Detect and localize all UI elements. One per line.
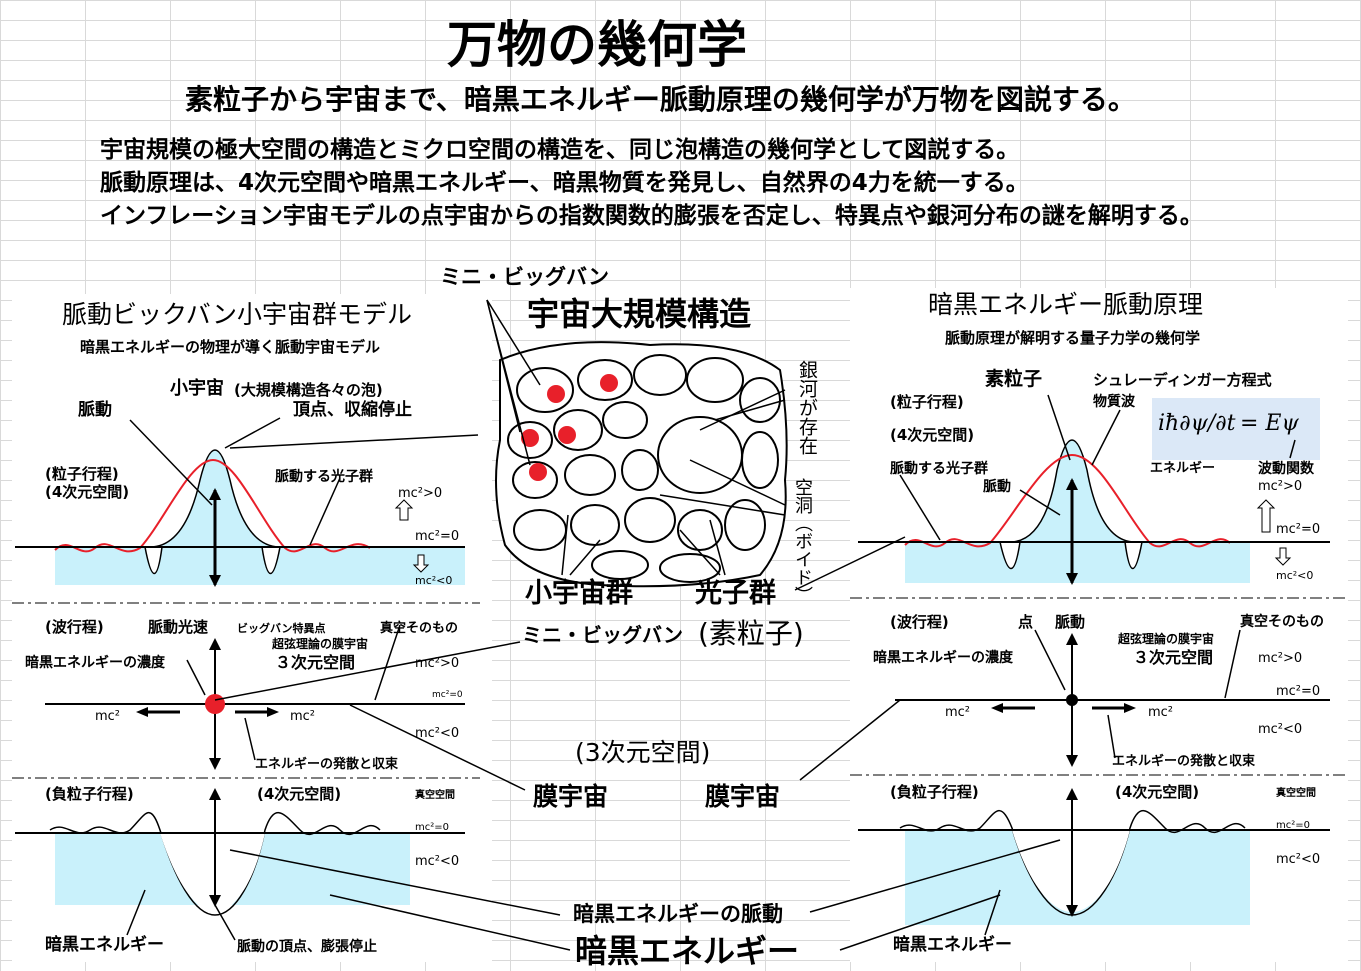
left-particle-path: (粒子行程) [45, 465, 119, 483]
center-space3d: (3次元空間) [575, 738, 711, 767]
center-galaxies: 銀河が存在 [796, 360, 818, 455]
right-neg-path: (負粒子行程) [890, 783, 979, 801]
center-voids: 空洞（ボイド） [792, 478, 813, 604]
page-title: 万物の幾何学 [447, 16, 747, 74]
right-mc-neg-3: mc²<0 [1276, 852, 1321, 867]
left-vacuum-fill [55, 547, 465, 585]
left-pulse-vertex: 脈動の頂点、膨張停止 [237, 939, 377, 955]
right-vacuum: 真空そのもの [1240, 614, 1324, 630]
left-vacuum-small: 真空空間 [415, 790, 455, 801]
right-photons: 脈動する光子群 [890, 461, 988, 477]
right-space4d: (4次元空間) [890, 426, 975, 444]
right-energy: エネルギー [1150, 461, 1216, 476]
right-matter-wave: 物質波 [1093, 394, 1135, 410]
left-subtitle: 暗黒エネルギーの物理が導く脈動宇宙モデル [80, 338, 381, 356]
left-space3d: ３次元空間 [275, 653, 356, 672]
left-mc-zero-3: mc²=0 [415, 822, 449, 833]
right-superstring: 超弦理論の膜宇宙 [1118, 632, 1215, 646]
right-wavefunction: 波動関数 [1258, 461, 1314, 477]
right-mc2-a: mc² [945, 705, 971, 720]
left-pulse: 脈動 [78, 400, 112, 420]
center-mini-bigbang: ミニ・ビッグバン [522, 623, 683, 647]
left-small-universe: 小宇宙 [170, 378, 224, 399]
center-dark-energy: 暗黒エネルギー [575, 932, 800, 970]
left-vacuum: 真空そのもの [380, 621, 459, 636]
left-mc-pos: mc²>0 [398, 486, 443, 501]
left-small-universe-note: (大規模構造各々の泡) [234, 381, 383, 399]
large-scale-structure [495, 341, 788, 588]
right-mc-neg-2: mc²<0 [1258, 722, 1303, 737]
left-density: 暗黒エネルギーの濃度 [25, 655, 165, 671]
left-mc-pos-2: mc²>0 [415, 656, 460, 671]
right-mc-zero-3: mc²=0 [1276, 820, 1310, 831]
left-mc-neg: mc²<0 [415, 574, 453, 587]
right-mc-neg: mc²<0 [1276, 569, 1314, 582]
page-subtitle: 素粒子から宇宙まで、暗黒エネルギー脈動原理の幾何学が万物を図説する。 [185, 83, 1136, 116]
intro-line-2: 脈動原理は、4次元空間や暗黒エネルギー、暗黒物質を発見し、自然界の4力を統一する… [100, 170, 1029, 196]
right-schrodinger: シュレーディンガー方程式 [1093, 371, 1272, 389]
right-point: 点 [1018, 613, 1034, 631]
left-mc-neg-3: mc²<0 [415, 854, 460, 869]
left-mc-zero-2: mc²=0 [432, 690, 463, 700]
right-vacuum-small: 真空空間 [1276, 788, 1316, 799]
center-mini-bigbang-top: ミニ・ビッグバン [440, 265, 610, 289]
left-negative-wave [49, 811, 381, 916]
right-mc-pos-2: mc²>0 [1258, 651, 1303, 666]
right-particle-path: (粒子行程) [890, 393, 964, 411]
left-pulse-light: 脈動光速 [148, 618, 209, 636]
left-vertex: 頂点、収縮停止 [293, 400, 412, 420]
intro-line-1: 宇宙規模の極大空間の構造とミクロ空間の構造を、同じ泡構造の幾何学として図説する。 [100, 137, 1020, 163]
right-dark-energy: 暗黒エネルギー [893, 935, 1012, 955]
left-wave-path: (波行程) [45, 618, 104, 636]
center-membrane-2: 膜宇宙 [705, 782, 781, 811]
right-elementary: 素粒子 [985, 368, 1043, 390]
right-wave-path: (波行程) [890, 613, 949, 631]
left-dips [144, 546, 281, 574]
intro-line-3: インフレーション宇宙モデルの点宇宙からの指数関数的膨張を否定し、特異点や銀河分布… [100, 203, 1203, 229]
left-neg-path: (負粒子行程) [45, 785, 134, 803]
right-mc-zero-2: mc²=0 [1276, 684, 1321, 699]
right-eq-left: iħ∂ψ/∂t [1158, 411, 1236, 436]
right-diverge: エネルギーの発散と収束 [1112, 754, 1256, 769]
center-small-group: 小宇宙群 [525, 578, 633, 609]
center-photon-group: 光子群 [695, 578, 776, 609]
center-title: 宇宙大規模構造 [527, 295, 752, 333]
left-superstring: 超弦理論の膜宇宙 [272, 637, 369, 651]
left-dark-energy: 暗黒エネルギー [45, 935, 164, 955]
right-density: 暗黒エネルギーの濃度 [873, 650, 1013, 666]
left-title: 脈動ビックバン小宇宙群モデル [62, 300, 413, 329]
right-mc-zero: mc²=0 [1276, 522, 1321, 537]
right-mc-pos: mc²>0 [1258, 479, 1303, 494]
left-neg-space4d: (4次元空間) [257, 785, 342, 803]
left-mc2-a: mc² [95, 709, 121, 724]
left-photons: 脈動する光子群 [275, 469, 373, 485]
center-membrane-1: 膜宇宙 [533, 782, 609, 811]
right-subtitle: 脈動原理が解明する量子力学の幾何学 [945, 329, 1201, 347]
center-dark-pulse: 暗黒エネルギーの脈動 [573, 902, 783, 926]
right-eq-right: = Eψ [1240, 411, 1299, 436]
left-mc-neg-2: mc²<0 [415, 726, 460, 741]
right-pulse2: 脈動 [1055, 613, 1086, 631]
right-space3d: ３次元空間 [1133, 648, 1214, 667]
right-mc2-b: mc² [1148, 705, 1174, 720]
center-elementary: (素粒子) [698, 617, 804, 650]
left-mc-zero: mc²=0 [415, 529, 460, 544]
left-space4d: (4次元空間) [45, 483, 130, 501]
left-diverge: エネルギーの発散と収束 [255, 757, 399, 772]
right-neg-space4d: (4次元空間) [1115, 783, 1200, 801]
left-mc2-b: mc² [290, 709, 316, 724]
right-pulse: 脈動 [983, 479, 1011, 495]
right-title: 暗黒エネルギー脈動原理 [928, 290, 1204, 319]
mini-bigbang-dots [521, 374, 618, 481]
left-bigbang-point: ビッグバン特異点 [237, 622, 326, 635]
